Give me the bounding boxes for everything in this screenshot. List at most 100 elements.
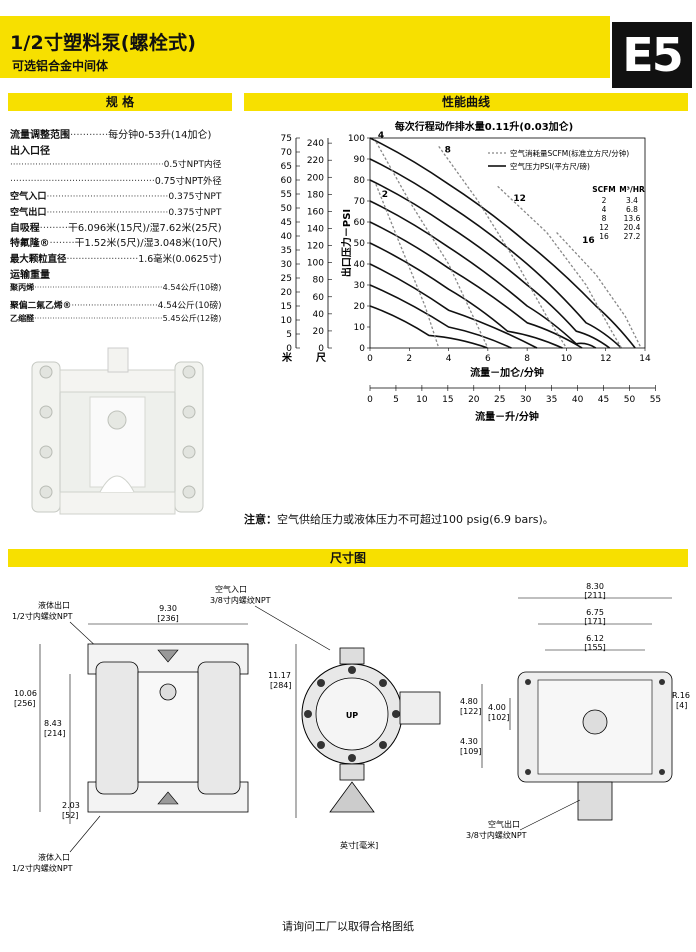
meter-tick-label: 20 <box>281 288 293 298</box>
spec-row: 最大颗粒直径························1.6毫米(0.06… <box>10 251 222 265</box>
meter-tick-label: 75 <box>281 134 292 144</box>
meter-tick-label: 40 <box>281 232 293 242</box>
feet-tick-label: 20 <box>313 327 325 337</box>
meter-tick-label: 70 <box>281 148 293 158</box>
bottom-w2-mm: [171] <box>584 617 606 626</box>
meter-tick-label: 55 <box>281 190 292 200</box>
spec-row: 自吸程·········干6.096米(15尺)/湿7.62米(25尺) <box>10 220 222 234</box>
spec-leader-dots: ········ <box>49 238 75 250</box>
unit-feet: 尺 <box>316 352 326 364</box>
conv-m3hr-value: 3.4 <box>626 196 638 205</box>
bottom-r-mm: [4] <box>676 701 687 710</box>
side-height-mm: [284] <box>270 681 292 690</box>
meter-tick-label: 0 <box>286 344 292 354</box>
curve-label: 8 <box>445 146 451 156</box>
feet-tick-label: 180 <box>307 190 324 200</box>
meter-tick-label: 60 <box>281 176 293 186</box>
gpm-tick-label: 2 <box>406 354 412 364</box>
lpm-tick-label: 5 <box>393 395 399 405</box>
pressure-curve <box>369 242 563 349</box>
performance-heading: 性能曲线 <box>244 93 688 111</box>
spec-value: 1.6毫米(0.0625寸) <box>138 253 222 265</box>
spec-label: 特氟隆® <box>10 238 50 250</box>
bottom-d1-mm: [122] <box>460 707 482 716</box>
bottom-d1: 4.80 <box>460 697 478 706</box>
psi-tick-label: 0 <box>359 344 365 354</box>
front-width-mm: [236] <box>157 614 179 623</box>
front-outlet-thread: 1/2寸内螺纹NPT <box>12 611 73 621</box>
spec-leader-dots: ········································… <box>34 313 163 324</box>
side-up-mark: UP <box>346 711 358 720</box>
spec-label: 聚丙烯 <box>10 282 35 292</box>
side-muffler <box>399 691 441 725</box>
gpm-tick-label: 12 <box>600 354 611 364</box>
pump-photo <box>30 342 205 532</box>
meter-tick-label: 45 <box>281 218 292 228</box>
header-band <box>0 16 610 78</box>
spec-row: 特氟隆®········干1.52米(5尺)/湿3.048米(10尺) <box>10 235 222 249</box>
lpm-tick-label: 35 <box>546 395 557 405</box>
spec-leader-dots: ········································… <box>46 192 169 203</box>
psi-tick-label: 10 <box>354 323 366 333</box>
note-label: 注意： <box>244 513 277 526</box>
conv-scfm-value: 2 <box>602 196 607 205</box>
specs-heading: 规 格 <box>8 93 232 111</box>
chart-legend: 空气消耗量SCFM(标准立方尺/分钟) 空气压力PSI(平方尺/磅) <box>482 144 642 174</box>
lpm-tick-label: 50 <box>624 395 636 405</box>
front-h1-mm: [256] <box>14 699 36 708</box>
performance-chart: 每次行程动作排水量0.11升(0.03加仑) 05101520253035404… <box>281 120 662 423</box>
front-inlet-leader <box>69 815 101 853</box>
pressure-curve <box>369 137 636 349</box>
feet-tick-label: 40 <box>313 310 325 320</box>
spec-row: 聚偏二氟乙烯®·······························4.… <box>10 298 222 311</box>
footer-note: 请询问工厂以取得合格图纸 <box>282 920 414 933</box>
psi-tick-label: 90 <box>354 155 366 165</box>
spec-label: 乙缩醛 <box>10 313 35 324</box>
feet-tick-label: 240 <box>307 139 324 149</box>
pressure-curve <box>369 158 622 349</box>
meter-tick-label: 25 <box>281 274 292 284</box>
lpm-tick-label: 20 <box>468 395 480 405</box>
pressure-curve <box>369 221 583 349</box>
front-h3: 2.03 <box>62 801 80 810</box>
dimensions-heading: 尺寸图 <box>8 549 688 567</box>
bottom-w3: 6.12 <box>586 634 604 643</box>
feet-tick-label: 140 <box>307 224 324 234</box>
lpm-tick-label: 30 <box>520 395 532 405</box>
lpm-axis-label: 流量－升/分钟 <box>475 410 539 423</box>
spec-label: 运输重量 <box>10 270 50 282</box>
spec-label: 聚偏二氟乙烯® <box>10 300 72 311</box>
front-h1: 10.06 <box>14 689 37 698</box>
spec-value: 0.5寸NPT内径 <box>163 160 222 171</box>
page-title: 1/2寸塑料泵(螺栓式) <box>10 32 197 54</box>
spec-row: ········································… <box>10 173 222 187</box>
bottom-view: 8.30 [211] 6.75 [171] 6.12 [155] R.16 [4… <box>460 582 690 840</box>
conv-scfm-value: 8 <box>602 214 607 223</box>
gpm-tick-label: 14 <box>639 354 651 364</box>
spec-value: 每分钟0-53升(14加仑) <box>108 130 212 141</box>
unit-note: 英寸[毫米] <box>340 840 378 850</box>
scfm-curve <box>373 137 489 349</box>
bottom-air-leader <box>519 799 581 831</box>
lpm-tick-label: 0 <box>367 395 373 405</box>
spec-value: 0.375寸NPT <box>168 192 222 203</box>
scfm-curve <box>438 146 567 349</box>
feet-tick-label: 120 <box>307 242 324 252</box>
feet-tick-label: 200 <box>307 173 324 183</box>
front-h2: 8.43 <box>44 719 62 728</box>
lpm-tick-label: 25 <box>494 395 505 405</box>
conv-m3hr-value: 20.4 <box>624 223 641 232</box>
pressure-curve <box>369 305 489 349</box>
gpm-tick-label: 6 <box>485 354 491 364</box>
front-view: 液体出口 1/2寸内螺纹NPT 9.30 [236] 10.06 [256] 8… <box>12 600 249 873</box>
conv-m3hr-value: 13.6 <box>624 214 641 223</box>
scfm-curve <box>375 183 440 349</box>
psi-tick-label: 20 <box>354 302 366 312</box>
spec-value: 5.45公斤(12磅) <box>162 313 222 324</box>
spec-row: 流量调整范围············每分钟0-53升(14加仑) <box>10 126 211 141</box>
spec-label: 最大颗粒直径 <box>10 253 67 265</box>
unit-meter: 米 <box>282 351 293 364</box>
conv-scfm-value: 16 <box>599 232 609 241</box>
